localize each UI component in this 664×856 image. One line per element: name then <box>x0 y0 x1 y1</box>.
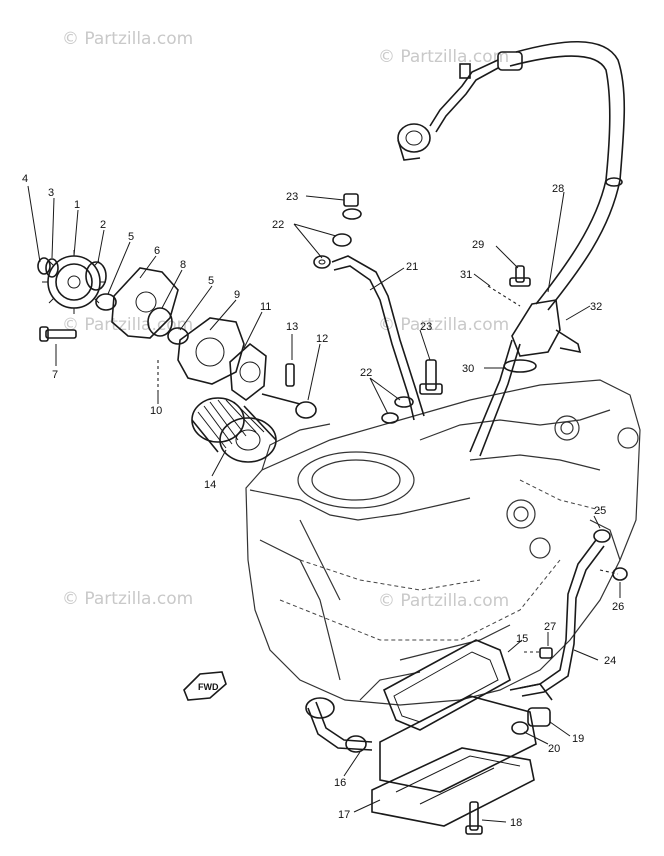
callout-2: 2 <box>100 219 106 231</box>
callout-15: 15 <box>516 633 528 645</box>
oil-pipe-24 <box>519 529 628 697</box>
fwd-label: FWD <box>198 682 219 692</box>
callout-22a: 22 <box>272 219 284 231</box>
callout-labels: 4 3 1 2 5 6 8 5 9 11 7 10 13 12 14 23 22… <box>22 173 624 829</box>
callout-3: 3 <box>48 187 54 199</box>
callout-10: 10 <box>150 405 162 417</box>
oil-hose-28 <box>397 40 626 311</box>
callout-5: 5 <box>128 231 134 243</box>
watermark: © Partzilla.com <box>62 315 193 335</box>
callout-16: 16 <box>334 777 346 789</box>
callout-11: 11 <box>260 301 271 313</box>
callout-29: 29 <box>472 239 484 251</box>
callout-12: 12 <box>316 333 328 345</box>
callout-23b: 23 <box>420 321 432 333</box>
callout-6: 6 <box>154 245 160 257</box>
watermark: © Partzilla.com <box>378 591 509 611</box>
oil-pump-group <box>37 250 317 419</box>
callout-20: 20 <box>548 743 560 755</box>
callout-30: 30 <box>462 363 474 375</box>
watermark: © Partzilla.com <box>378 315 509 335</box>
callout-1: 1 <box>74 199 80 211</box>
leader-lines <box>27 185 621 823</box>
oil-strainer-fitting <box>469 265 582 457</box>
callout-19: 19 <box>572 733 584 745</box>
callout-28: 28 <box>552 183 564 195</box>
fwd-arrow: FWD <box>183 671 227 701</box>
watermark: © Partzilla.com <box>378 47 509 67</box>
callout-5b: 5 <box>208 275 214 287</box>
callout-9: 9 <box>234 289 240 301</box>
watermark-layer: © Partzilla.com © Partzilla.com © Partzi… <box>62 29 509 611</box>
callout-13: 13 <box>286 321 298 333</box>
callout-25: 25 <box>594 505 606 517</box>
callout-32: 32 <box>590 301 602 313</box>
oil-filter-14 <box>191 397 277 463</box>
callout-27: 27 <box>544 621 556 633</box>
callout-26: 26 <box>612 601 624 613</box>
engine-crankcase <box>245 379 641 706</box>
callout-21: 21 <box>406 261 418 273</box>
callout-31: 31 <box>460 269 472 281</box>
callout-22b: 22 <box>360 367 372 379</box>
callout-8: 8 <box>180 259 186 271</box>
strainer-cover-group <box>305 639 553 835</box>
callout-4: 4 <box>22 173 28 185</box>
watermark: © Partzilla.com <box>62 29 193 49</box>
callout-18: 18 <box>510 817 522 829</box>
oil-pipe-21 <box>313 193 443 424</box>
fwd-arrow-icon <box>183 671 227 701</box>
callout-24: 24 <box>604 655 616 667</box>
callout-23a: 23 <box>286 191 298 203</box>
callout-17: 17 <box>338 809 350 821</box>
watermark: © Partzilla.com <box>62 589 193 609</box>
callout-7: 7 <box>52 369 58 381</box>
callout-14: 14 <box>204 479 216 491</box>
